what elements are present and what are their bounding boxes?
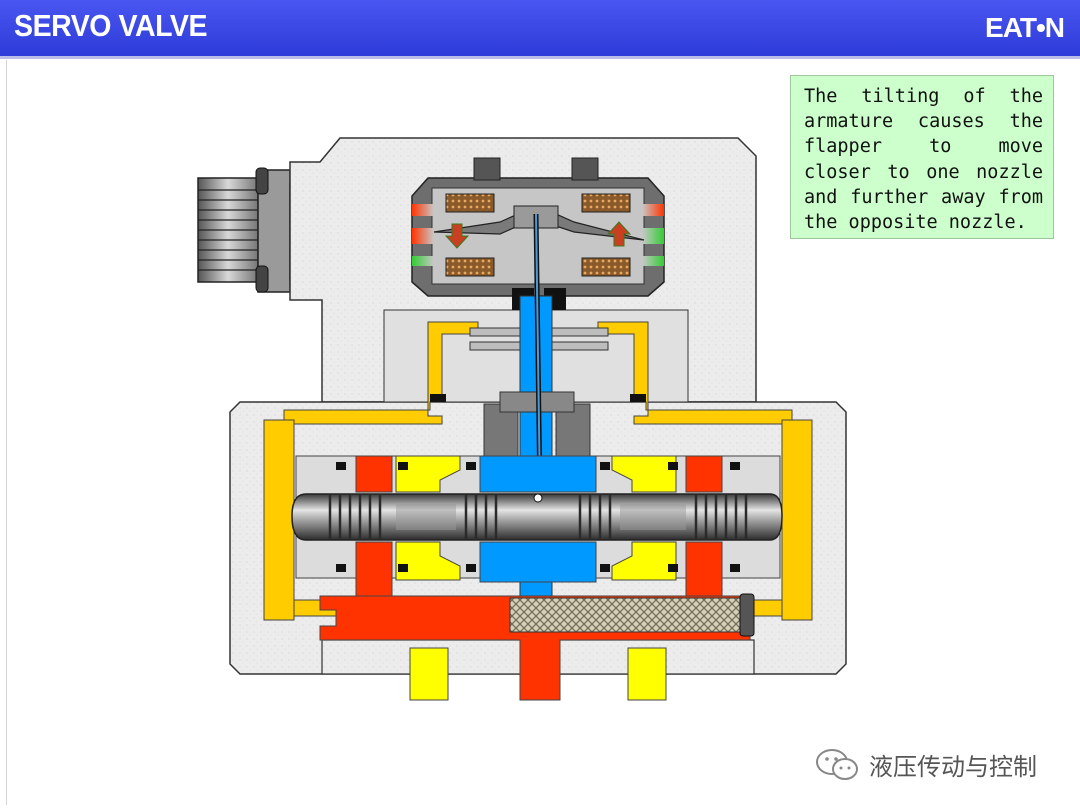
coil-upper-left [445, 193, 495, 213]
watermark-text: 液压传动与控制 [869, 753, 1037, 781]
eaton-logo: EAT•N [985, 12, 1065, 43]
coil-lower-right [581, 257, 631, 277]
slide-header: SERVO VALVE EAT•N [0, 0, 1080, 59]
down-arrow-icon [444, 223, 470, 249]
return-passages [395, 455, 677, 701]
control-passages [263, 321, 813, 621]
up-arrow-icon [606, 221, 632, 247]
armature [433, 213, 645, 241]
spool [291, 493, 783, 541]
wechat-icon [816, 749, 858, 780]
watermark: 液压传动与控制 [815, 745, 1055, 785]
seals [336, 394, 740, 572]
coil-upper-right [581, 193, 631, 213]
slide-title: SERVO VALVE [14, 8, 208, 43]
slide-frame [6, 60, 1075, 805]
coil-lower-left [445, 257, 495, 277]
filter [509, 593, 755, 637]
explanation-callout: The tilting of the armature causes the f… [790, 75, 1054, 239]
